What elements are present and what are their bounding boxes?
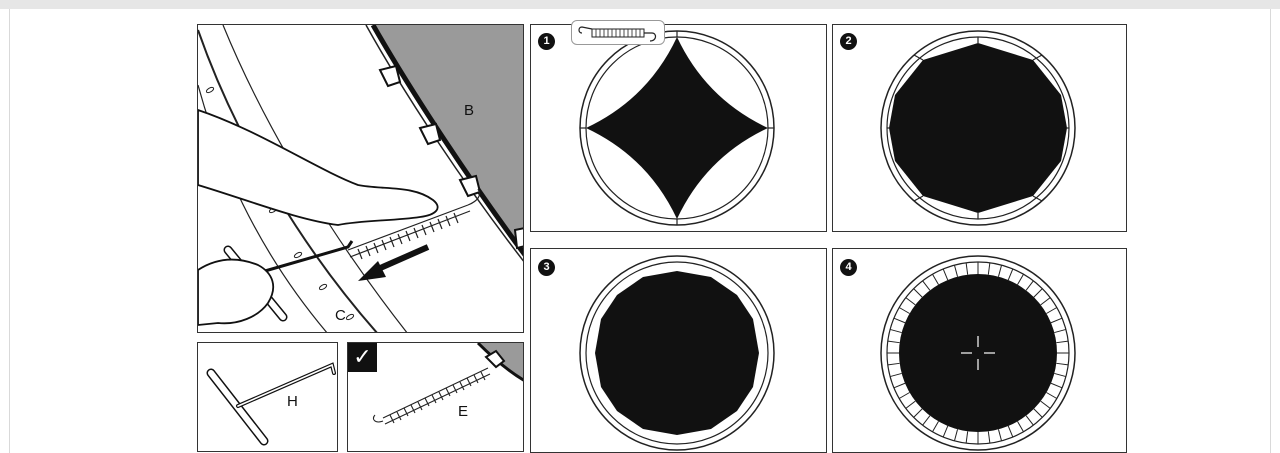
step-badge-4: 4: [840, 259, 857, 276]
spring-icon: [347, 188, 481, 260]
spring-tick: [1056, 362, 1069, 366]
spring-tick: [887, 340, 900, 344]
frame-label: C: [335, 307, 346, 324]
spring-tick: [889, 372, 902, 378]
spring-tick: [889, 328, 902, 334]
spring-tick: [1050, 317, 1063, 324]
spring-tick: [1054, 372, 1067, 378]
tool-label: H: [287, 393, 298, 410]
step-4-diagram: [880, 255, 1076, 451]
spring-tick: [1056, 340, 1069, 344]
upper-hand: [198, 109, 439, 226]
correct-spring-panel: ✓ E: [347, 342, 524, 452]
step-1-diagram: [579, 30, 775, 226]
spring-tick: [1017, 421, 1024, 433]
spring-tick: [1040, 400, 1051, 409]
spring-pull-tool-icon: [206, 362, 336, 446]
mat-area: [373, 25, 523, 253]
spring-tick: [953, 429, 959, 442]
mat-label: B: [464, 102, 475, 119]
spring-tick: [1017, 273, 1024, 285]
spring-tick: [893, 382, 906, 389]
spring-tick: [898, 307, 910, 314]
arrow-left-icon: [358, 244, 430, 281]
center-cross: [961, 336, 995, 370]
spring-tick: [1050, 382, 1063, 389]
spring-tick: [965, 262, 969, 275]
spring-tick: [898, 392, 910, 399]
step-1-panel: 1: [530, 24, 827, 232]
spring-tick: [922, 415, 931, 426]
mat-full: [899, 274, 1057, 432]
step-2-panel: 2: [832, 24, 1127, 232]
window-right-edge: [1270, 9, 1280, 453]
step-4-panel: 4: [832, 248, 1127, 453]
window-top-bar: [0, 0, 1280, 9]
attach-spring-illustration: [198, 25, 523, 332]
mat-diamond: [586, 37, 768, 219]
spring-tick: [905, 297, 916, 306]
spring-tick: [953, 264, 959, 277]
checkmark-icon: ✓: [348, 343, 377, 372]
step-badge-2: 2: [840, 33, 857, 50]
spring-callout: [571, 20, 665, 45]
spring-tick: [965, 431, 969, 444]
spring-tick: [893, 317, 906, 324]
step-badge-1: 1: [538, 33, 555, 50]
spring-icon: [578, 26, 657, 42]
step-2-diagram: [880, 30, 1076, 226]
spring-tick: [922, 280, 931, 291]
spring-tick: [932, 273, 939, 285]
spring-tick: [1007, 268, 1014, 281]
spring-ticks: [887, 262, 1069, 444]
tool-panel: H: [197, 342, 338, 452]
spring-tick: [987, 431, 991, 444]
step-badge-3: 3: [538, 259, 555, 276]
step-3-diagram: [579, 255, 775, 451]
spring-tick: [997, 264, 1003, 277]
spring-label: E: [458, 403, 469, 420]
spring-tick: [1033, 408, 1043, 418]
spring-tick: [913, 408, 923, 418]
attached-spring-illustration: [372, 343, 523, 425]
spring-tick: [1046, 392, 1058, 399]
main-illustration-panel: B C: [197, 24, 524, 333]
spring-icon: [372, 367, 491, 425]
window-left-edge: [0, 9, 10, 453]
spring-tick: [987, 262, 991, 275]
spring-tick: [1054, 328, 1067, 334]
spring-tick: [1025, 280, 1034, 291]
lower-hand: [198, 258, 275, 326]
spring-tick: [1007, 425, 1014, 438]
spring-tick: [997, 429, 1003, 442]
spring-tick: [932, 421, 939, 433]
spring-tick: [905, 400, 916, 409]
spring-tick: [887, 362, 900, 366]
spring-tick: [1033, 288, 1043, 298]
step-3-panel: 3: [530, 248, 827, 453]
spring-tick: [942, 268, 949, 281]
mat-16-gon: [595, 271, 759, 435]
spring-tick: [1040, 297, 1051, 306]
spring-tick: [913, 288, 923, 298]
mat-octagon: [889, 43, 1067, 213]
spring-tick: [942, 425, 949, 438]
spring-tick: [1025, 415, 1034, 426]
spring-tick: [1046, 307, 1058, 314]
